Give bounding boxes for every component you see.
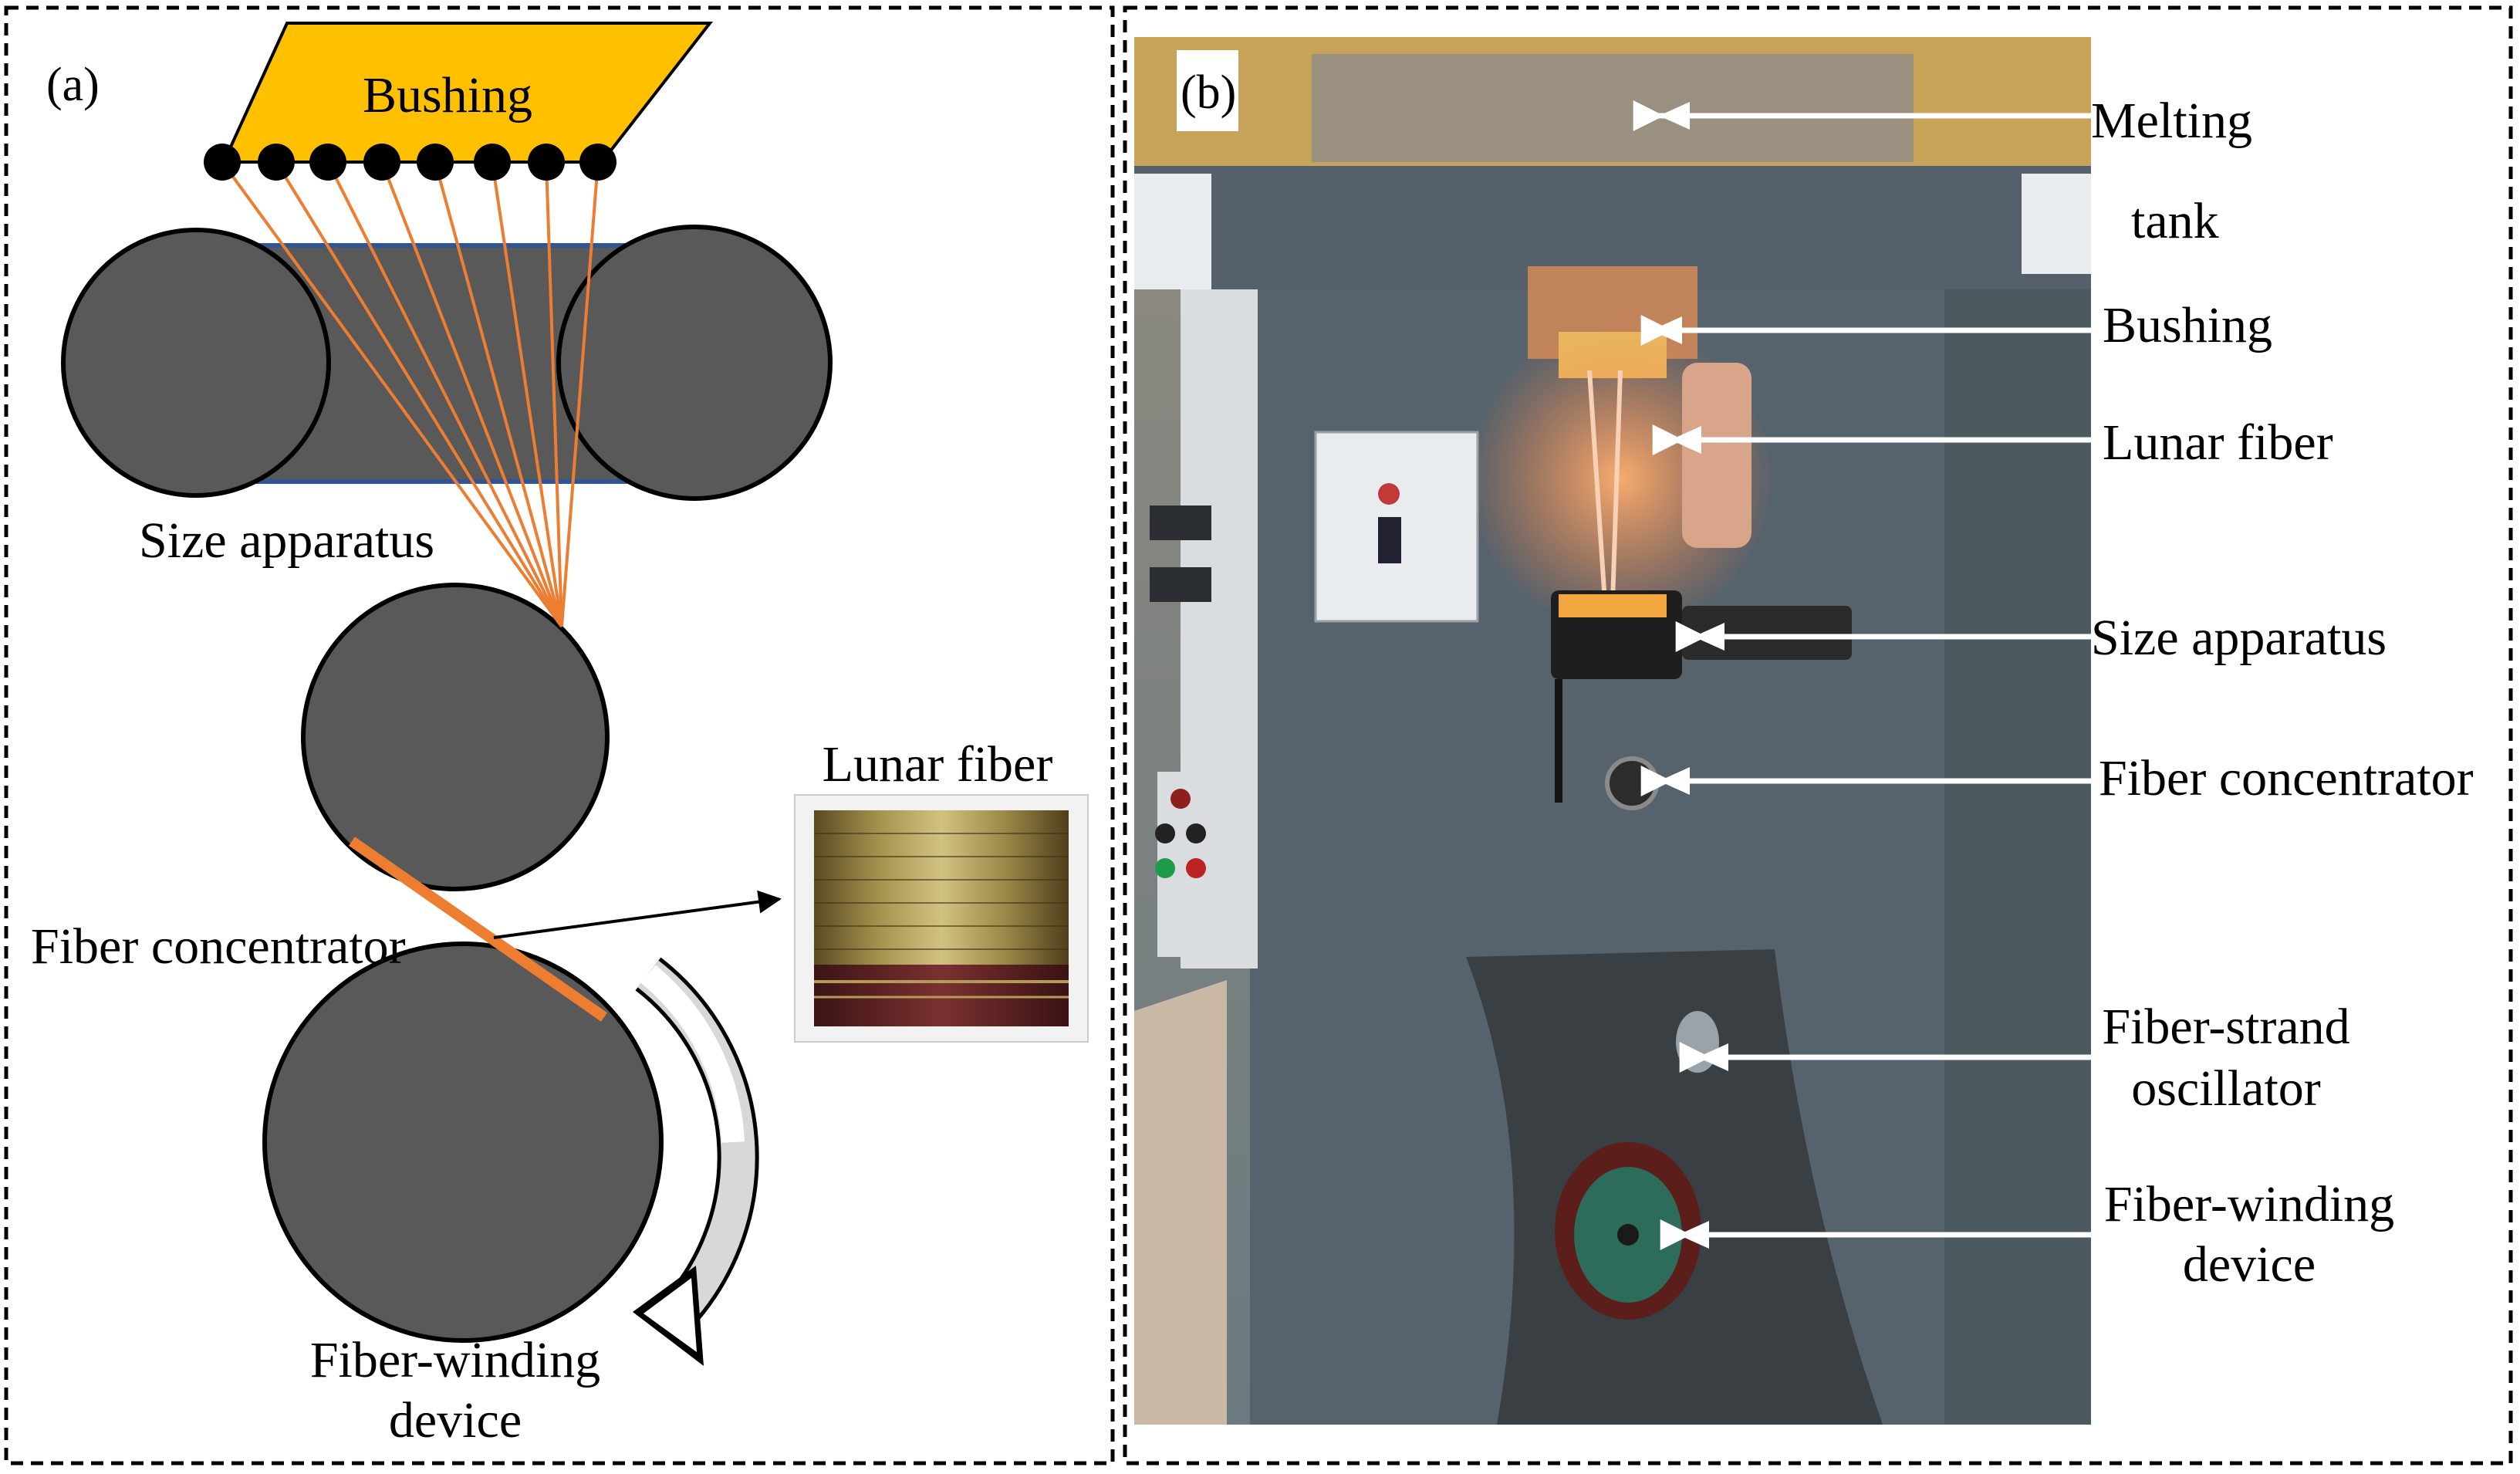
panel-b-tag-box <box>1177 50 1238 131</box>
label-size-apparatus: Size apparatus <box>2091 610 2387 666</box>
size-apparatus-label: Size apparatus <box>139 512 434 569</box>
rotation-arrow <box>633 957 759 1366</box>
fiber-concentrator-roller <box>301 583 610 891</box>
lunar-fiber-label: Lunar fiber <box>823 736 1053 793</box>
size-roller-left <box>61 228 331 498</box>
fiber-strand <box>348 837 608 1022</box>
bushing-nozzles <box>204 144 616 181</box>
label-tank: tank <box>2131 193 2219 249</box>
label-lunar-fiber: Lunar fiber <box>2103 414 2333 471</box>
fiber-winding-roller <box>262 942 664 1343</box>
label-fiber-concentrator: Fiber concentrator <box>2099 750 2474 806</box>
lunar-fiber-spool-photo <box>794 794 1089 1043</box>
fiber-concentrator-label: Fiber concentrator <box>31 918 406 975</box>
label-fiber-strand: Fiber-strand <box>2102 999 2349 1055</box>
fiber-winding-label-1: Fiber-winding <box>310 1332 600 1388</box>
size-roller-right <box>556 225 833 501</box>
panel-a-border <box>4 5 1115 1466</box>
fiber-winding-label-2: device <box>389 1392 522 1449</box>
label-fiber-winding: Fiber-winding <box>2104 1176 2394 1232</box>
label-device: device <box>2183 1236 2316 1293</box>
panel-b-border <box>1123 5 2513 1466</box>
bushing-label: Bushing <box>363 67 532 123</box>
panel-b-labels: Melting tank Bushing Lunar fiber Size ap… <box>2091 93 2474 1293</box>
fiber-filaments <box>221 161 600 628</box>
label-melting: Melting <box>2091 93 2252 149</box>
machine-photo <box>1134 37 2091 1425</box>
label-oscillator: oscillator <box>2131 1060 2321 1117</box>
callout-lines <box>1633 100 2093 1250</box>
panel-a-tag: (a) <box>46 59 100 111</box>
panel-b-tag: (b) <box>1181 66 1236 119</box>
callout-arrowheads <box>1651 102 1728 1249</box>
label-bushing: Bushing <box>2103 297 2272 353</box>
lunar-fiber-pointer-arrow <box>493 890 782 939</box>
